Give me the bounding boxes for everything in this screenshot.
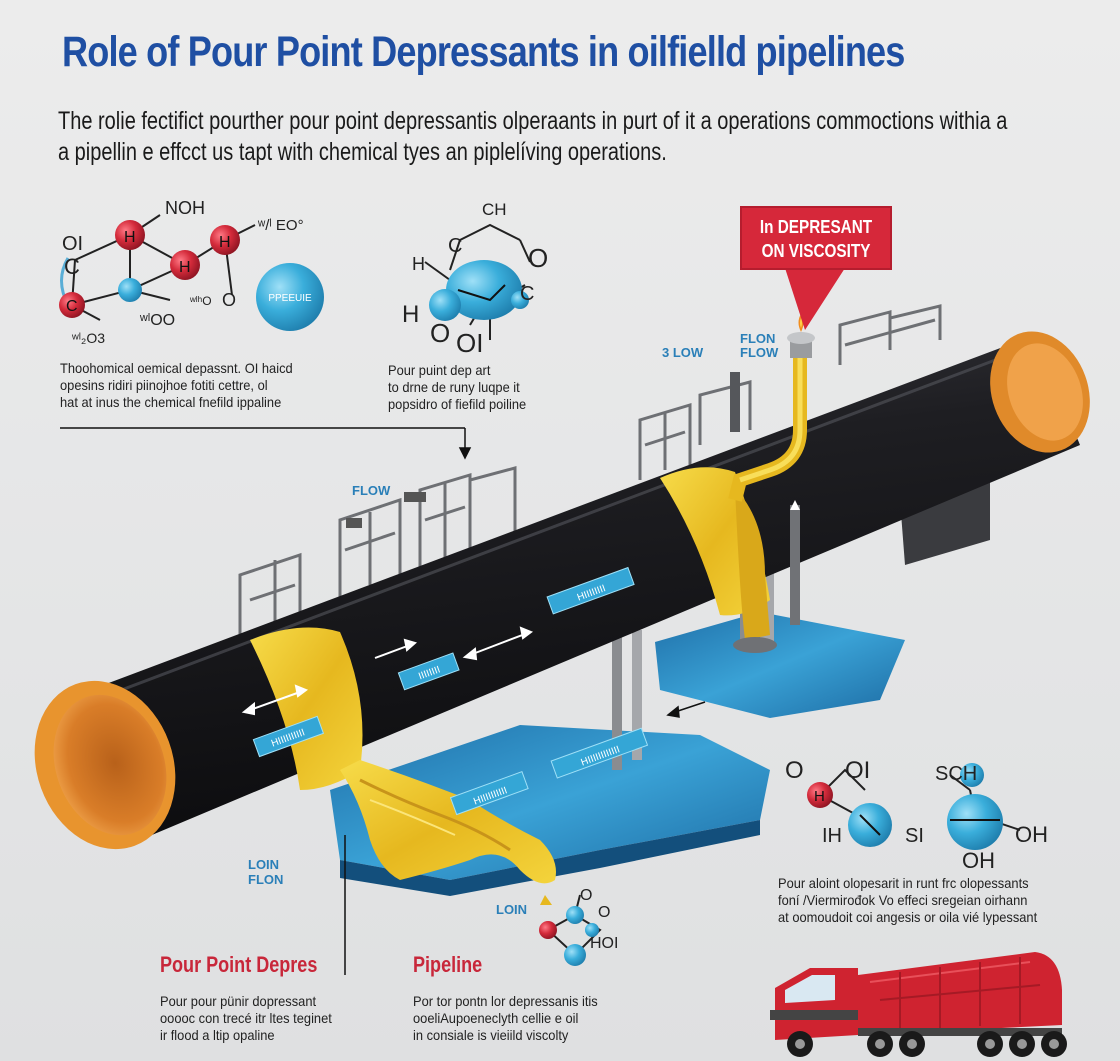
bottom-center-line-3: in consiale is vieiild viscolty xyxy=(413,1027,569,1043)
railing-left xyxy=(238,466,517,640)
callout-pointer xyxy=(785,268,845,330)
caption-right-line-2: foní /Viermirođok Vo effeci sregeian oir… xyxy=(778,892,1028,908)
mol-center-label: C xyxy=(448,235,462,257)
intro-line-1: The rolie fectifict pourther pour point … xyxy=(58,107,1008,135)
intro-text: The rolie fectifict pourther pour point … xyxy=(58,106,1066,168)
mol-left-label: ʷˡOO xyxy=(139,312,175,329)
mol-left-label: C xyxy=(66,298,78,315)
mol-left-label: OI xyxy=(62,233,83,255)
caption-right-line-1: Pour aloint olopesarit in runt frc olope… xyxy=(778,875,1029,891)
intro-line-2: a pipellin e effcct us tapt with chemica… xyxy=(58,138,667,166)
caption-center-line-1: Pour puint dep art xyxy=(388,362,491,378)
caption-right: Pour aloint olopesarit in runt frc olope… xyxy=(778,875,1037,926)
molecule-icon: O OI H IH SI SCH OH OH xyxy=(785,757,1048,873)
oil-pour xyxy=(340,760,556,884)
mol-left-label: H xyxy=(124,229,136,246)
mol-bottom-label: HOI xyxy=(590,935,618,952)
mol-center-label: C xyxy=(520,283,534,305)
molecule-icon: O O HOI xyxy=(539,887,618,966)
mol-center-label: H xyxy=(412,254,425,274)
mol-left-label: H xyxy=(179,259,191,276)
mol-right-label: SCH xyxy=(935,763,977,785)
caption-center-line-3: popsidro of fiefild poiline xyxy=(388,396,527,412)
flow-label: LOIN xyxy=(496,902,528,917)
mol-left-label: C xyxy=(64,254,80,279)
mol-right-label: O xyxy=(785,757,804,784)
caption-left-line-3: hat at inus the chemical fnefild ippalin… xyxy=(60,394,282,410)
bottom-left-line-3: ir flood a ltip opaline xyxy=(160,1027,275,1043)
bottom-center-heading: Pipeline xyxy=(413,952,483,977)
mol-right-label: OI xyxy=(845,757,870,784)
molecule-icon: NOH OI H H H C C ʷ/ˡ EO° ʷˡʰO O ʷˡOO ʷˡ₂… xyxy=(59,198,324,346)
mol-right-label: SI xyxy=(905,825,924,847)
page-title: Role of Pour Point Depressants in oilfie… xyxy=(62,28,905,76)
bottom-left-text: Pour pour pünir dopressant ooooc con tre… xyxy=(160,993,332,1044)
mol-center-label: CH xyxy=(482,200,507,219)
mol-center-label: O xyxy=(528,243,548,273)
mol-left-label: ʷ/ˡ EO° xyxy=(257,217,304,234)
flow-label: LOIN xyxy=(248,857,280,872)
caption-left-line-2: opesins ridiri piinojhoe fotiti cettre, … xyxy=(60,377,268,393)
bottom-left-line-2: ooooc con trecé itr ltes teginet xyxy=(160,1010,332,1026)
callout-line-1: In DEPRESANT xyxy=(759,217,873,237)
flow-label: FLOW xyxy=(740,345,779,360)
mol-left-label: NOH xyxy=(165,198,205,218)
bottom-center-text: Por tor pontn lor depressanis itis ooeli… xyxy=(413,993,598,1044)
railing-right xyxy=(638,304,942,480)
caption-left: Thoohomical oemical depassnt. OI haicd o… xyxy=(60,360,293,411)
viscosity-callout: In DEPRESANT ON VISCOSITY xyxy=(740,206,892,270)
flow-label: FLOW xyxy=(352,483,391,498)
mol-center-label: OI xyxy=(456,328,483,358)
mol-right-label: OH xyxy=(962,848,995,873)
mol-center-label: O xyxy=(430,318,450,348)
caption-left-line-1: Thoohomical oemical depassnt. OI haicd xyxy=(60,360,293,376)
mol-left-label: ʷˡʰO xyxy=(189,294,212,308)
oil-band-left xyxy=(250,627,363,790)
mol-left-label: ʷˡ₂O3 xyxy=(71,330,105,346)
mol-sphere-label: PPEEUIE xyxy=(268,293,312,304)
bottom-center-line-1: Por tor pontn lor depressanis itis xyxy=(413,993,598,1009)
molecule-icon: CH C H O C H O OI xyxy=(402,200,548,358)
tanker-truck-icon xyxy=(770,952,1067,1057)
flow-label: FLON xyxy=(248,872,284,887)
mol-left-label: O xyxy=(222,290,236,310)
mol-right-label: H xyxy=(814,788,825,805)
water-pool-right xyxy=(655,612,905,718)
caption-center: Pour puint dep art to drne de runy luqpe… xyxy=(388,362,526,413)
flow-label: 3 LOW xyxy=(662,345,704,360)
pipe-tags: HIIIIIIIIII IIIIIIII HIIIIIIII HIIIIIIII… xyxy=(252,566,649,816)
callout-line-2: ON VISCOSITY xyxy=(761,241,871,261)
flow-label: FLON xyxy=(740,331,776,346)
flow-arrows xyxy=(241,626,534,716)
caption-right-line-3: at oomoudoit coi angesis or oila vié lyp… xyxy=(778,909,1038,925)
bottom-left-heading: Pour Point Depres xyxy=(160,952,318,977)
bottom-center-line-2: ooeliAupoeneclyth cellie e oil xyxy=(413,1010,579,1026)
mol-right-label: OH xyxy=(1015,822,1048,847)
caption-center-line-2: to drne de runy luqpe it xyxy=(388,379,520,395)
mol-right-label: IH xyxy=(822,825,842,847)
mol-bottom-label: O xyxy=(598,904,610,921)
mol-left-label: H xyxy=(219,234,231,251)
mol-bottom-label: O xyxy=(580,887,592,904)
molecule-sphere xyxy=(256,263,324,331)
bottom-left-line-1: Pour pour pünir dopressant xyxy=(160,993,317,1009)
mol-center-label: H xyxy=(402,301,419,328)
